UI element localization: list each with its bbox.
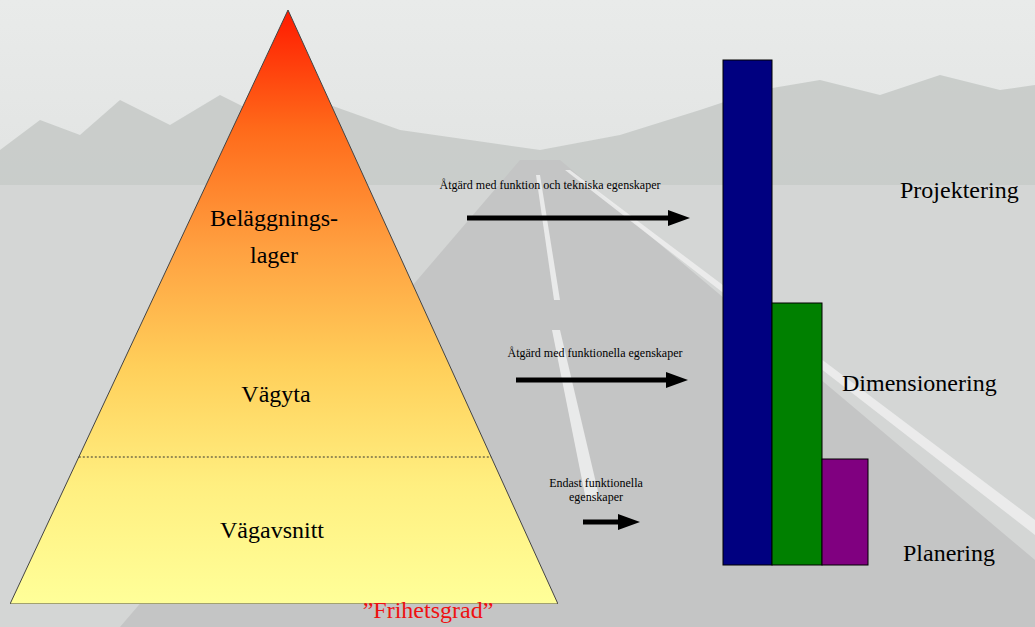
arrow — [583, 520, 622, 525]
arrow — [516, 378, 670, 383]
bar-label: Dimensionering — [842, 369, 997, 397]
pyramid-level-label: Vägavsnitt — [220, 516, 324, 544]
bar-label: Projektering — [900, 176, 1019, 204]
arrow-label: Åtgärd med funktion och tekniska egenska… — [440, 178, 661, 192]
arrow-label: Åtgärd med funktionella egenskaper — [508, 346, 683, 360]
pyramid-level-label: Beläggnings- lager — [199, 200, 349, 274]
axis-label: ”Frihetsgrad” — [363, 597, 494, 623]
arrow — [467, 216, 672, 221]
pyramid-shape — [10, 10, 558, 604]
pyramid-level-label: Vägyta — [241, 380, 310, 408]
pyramid: Beläggnings- lagerVägytaVägavsnitt — [10, 10, 558, 604]
bar-label: Planering — [903, 539, 995, 567]
bar — [772, 303, 822, 565]
bar — [723, 60, 772, 565]
bar — [822, 459, 868, 565]
arrow-label: Endast funktionella egenskaper — [540, 476, 652, 504]
